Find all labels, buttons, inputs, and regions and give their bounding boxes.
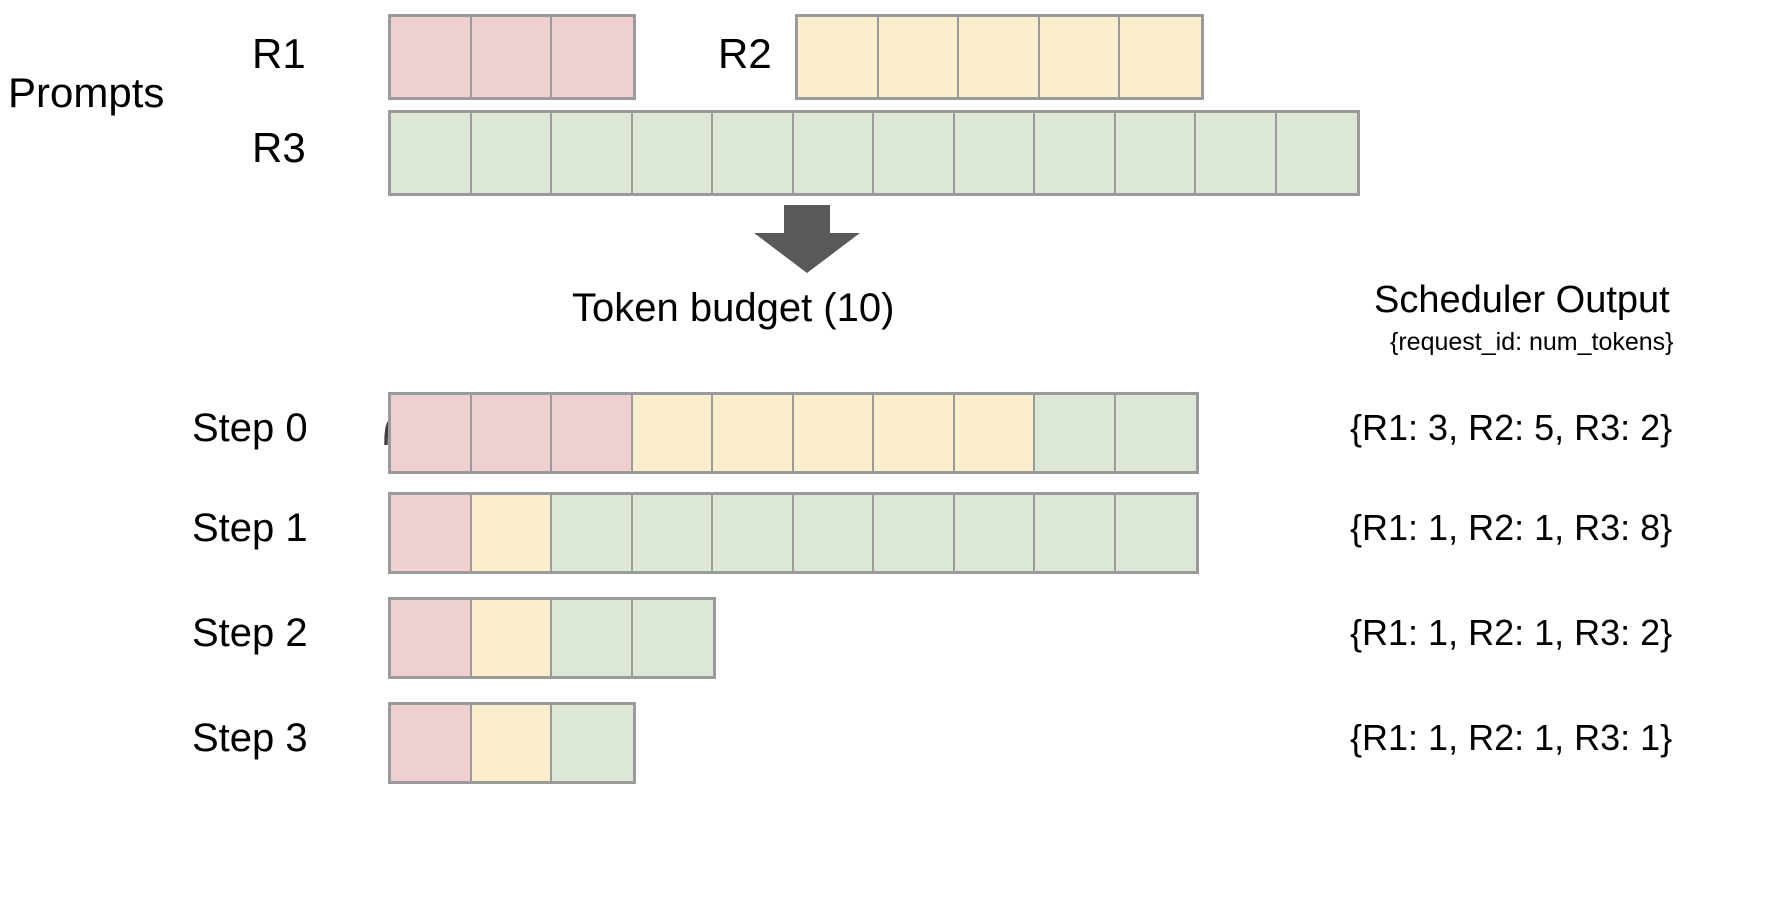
down-arrow-icon — [742, 205, 872, 280]
token-cell-r2 — [874, 395, 955, 471]
token-cell-r2 — [798, 17, 879, 97]
token-cell-r3 — [632, 600, 713, 676]
token-cell-r1 — [391, 705, 472, 781]
token-cell-r2 — [878, 17, 959, 97]
request-label-r2: R2 — [718, 30, 772, 77]
token-cell-r3 — [552, 113, 633, 193]
scheduler-output-row-3: {R1: 1, R2: 1, R3: 1} — [1350, 717, 1673, 758]
step-label-3: Step 3 — [192, 716, 308, 760]
token-cell-r3 — [874, 495, 955, 571]
token-cell-r1 — [391, 600, 472, 676]
prompt-strip-r2 — [795, 14, 1204, 100]
token-cell-r3 — [552, 600, 633, 676]
token-cell-r3 — [1276, 113, 1357, 193]
token-cell-r3 — [1196, 113, 1277, 193]
token-cell-r2 — [954, 395, 1035, 471]
token-cell-r2 — [471, 705, 552, 781]
prompts-section-label: Prompts — [8, 69, 165, 116]
step-strip-2 — [388, 597, 716, 679]
scheduler-output-row-0: {R1: 3, R2: 5, R3: 2} — [1350, 407, 1673, 448]
token-cell-r3 — [632, 495, 713, 571]
token-cell-r2 — [471, 600, 552, 676]
token-cell-r1 — [391, 495, 472, 571]
request-label-r1: R1 — [252, 30, 306, 77]
token-cell-r3 — [713, 113, 794, 193]
step-label-1: Step 1 — [192, 506, 308, 550]
token-cell-r3 — [471, 113, 552, 193]
token-cell-r1 — [552, 17, 633, 97]
scheduler-output-row-1: {R1: 1, R2: 1, R3: 8} — [1350, 507, 1673, 548]
step-strip-1 — [388, 492, 1199, 574]
token-cell-r2 — [959, 17, 1040, 97]
step-label-2: Step 2 — [192, 611, 308, 655]
token-cell-r1 — [471, 395, 552, 471]
step-strip-0 — [388, 392, 1199, 474]
token-cell-r3 — [1115, 395, 1196, 471]
token-cell-r2 — [632, 395, 713, 471]
token-cell-r2 — [1120, 17, 1201, 97]
token-cell-r2 — [793, 395, 874, 471]
token-cell-r3 — [1035, 495, 1116, 571]
scheduler-output-row-2: {R1: 1, R2: 1, R3: 2} — [1350, 612, 1673, 653]
token-cell-r3 — [874, 113, 955, 193]
token-cell-r1 — [471, 17, 552, 97]
scheduler-output-title: Scheduler Output — [1374, 279, 1670, 321]
scheduler-output-subtitle: {request_id: num_tokens} — [1390, 328, 1674, 356]
step-label-0: Step 0 — [192, 406, 308, 450]
token-cell-r3 — [552, 705, 633, 781]
token-cell-r2 — [713, 395, 794, 471]
prompt-strip-r3 — [388, 110, 1360, 196]
token-cell-r3 — [793, 495, 874, 571]
token-cell-r3 — [632, 113, 713, 193]
token-cell-r3 — [954, 113, 1035, 193]
token-cell-r2 — [471, 495, 552, 571]
prompt-strip-r1 — [388, 14, 636, 100]
token-cell-r1 — [391, 17, 472, 97]
token-budget-label: Token budget (10) — [572, 286, 895, 330]
token-cell-r3 — [552, 495, 633, 571]
token-cell-r3 — [391, 113, 472, 193]
token-cell-r3 — [1035, 113, 1116, 193]
token-cell-r3 — [713, 495, 794, 571]
request-label-r3: R3 — [252, 124, 306, 171]
token-cell-r1 — [391, 395, 472, 471]
token-cell-r3 — [1115, 113, 1196, 193]
token-cell-r2 — [1039, 17, 1120, 97]
token-cell-r3 — [954, 495, 1035, 571]
token-cell-r1 — [552, 395, 633, 471]
token-cell-r3 — [793, 113, 874, 193]
token-cell-r3 — [1115, 495, 1196, 571]
step-strip-3 — [388, 702, 636, 784]
token-cell-r3 — [1035, 395, 1116, 471]
